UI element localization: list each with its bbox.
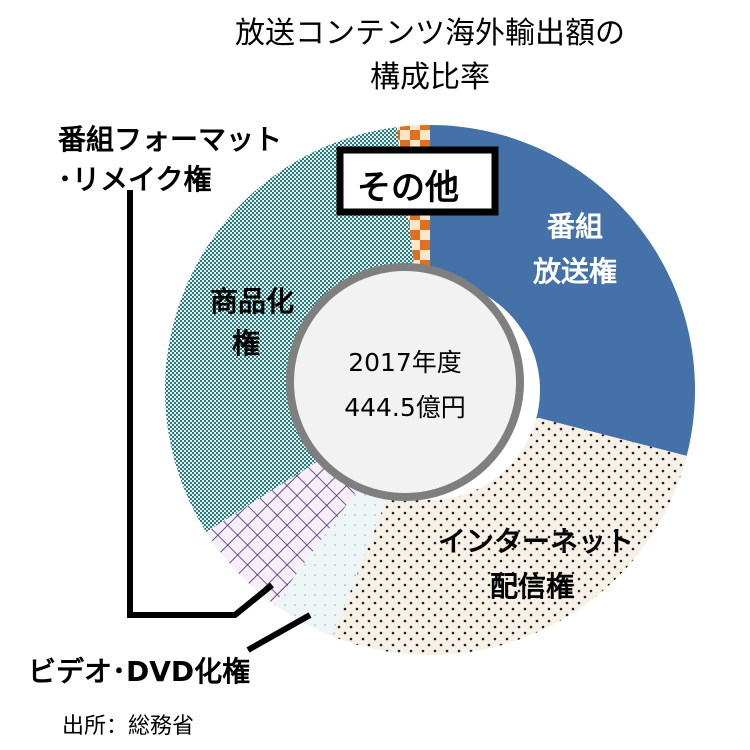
slice-3 xyxy=(206,448,366,605)
label-internet-1: インターネット xyxy=(438,525,635,558)
source-note: 出所：総務省 xyxy=(62,714,195,739)
chart-title-line2: 構成比率 xyxy=(370,60,490,95)
label-merch-1: 商品化 xyxy=(210,285,295,318)
label-merch-2: 権 xyxy=(232,327,261,360)
label-dvd: ビデオ･DVD化権 xyxy=(28,655,251,688)
label-format-1: 番組フォーマット xyxy=(58,123,283,156)
label-internet-2: 配信権 xyxy=(490,570,575,603)
slice-4 xyxy=(164,127,417,532)
slice-1 xyxy=(332,417,687,655)
other-label-box xyxy=(336,146,499,216)
center-total: 444.5億円 xyxy=(344,393,466,422)
center-year: 2017年度 xyxy=(348,348,462,377)
label-broadcast-2: 放送権 xyxy=(532,255,617,288)
dvd-leader-line xyxy=(246,612,312,653)
label-broadcast-1: 番組 xyxy=(546,210,603,243)
label-other: その他 xyxy=(357,168,459,208)
format-leader-line xyxy=(127,190,274,618)
slice-2 xyxy=(274,478,390,637)
center-circle xyxy=(286,263,524,501)
chart-title-line1: 放送コンテンツ海外輸出額の xyxy=(235,16,625,51)
label-format-2: ･リメイク権 xyxy=(58,163,212,196)
